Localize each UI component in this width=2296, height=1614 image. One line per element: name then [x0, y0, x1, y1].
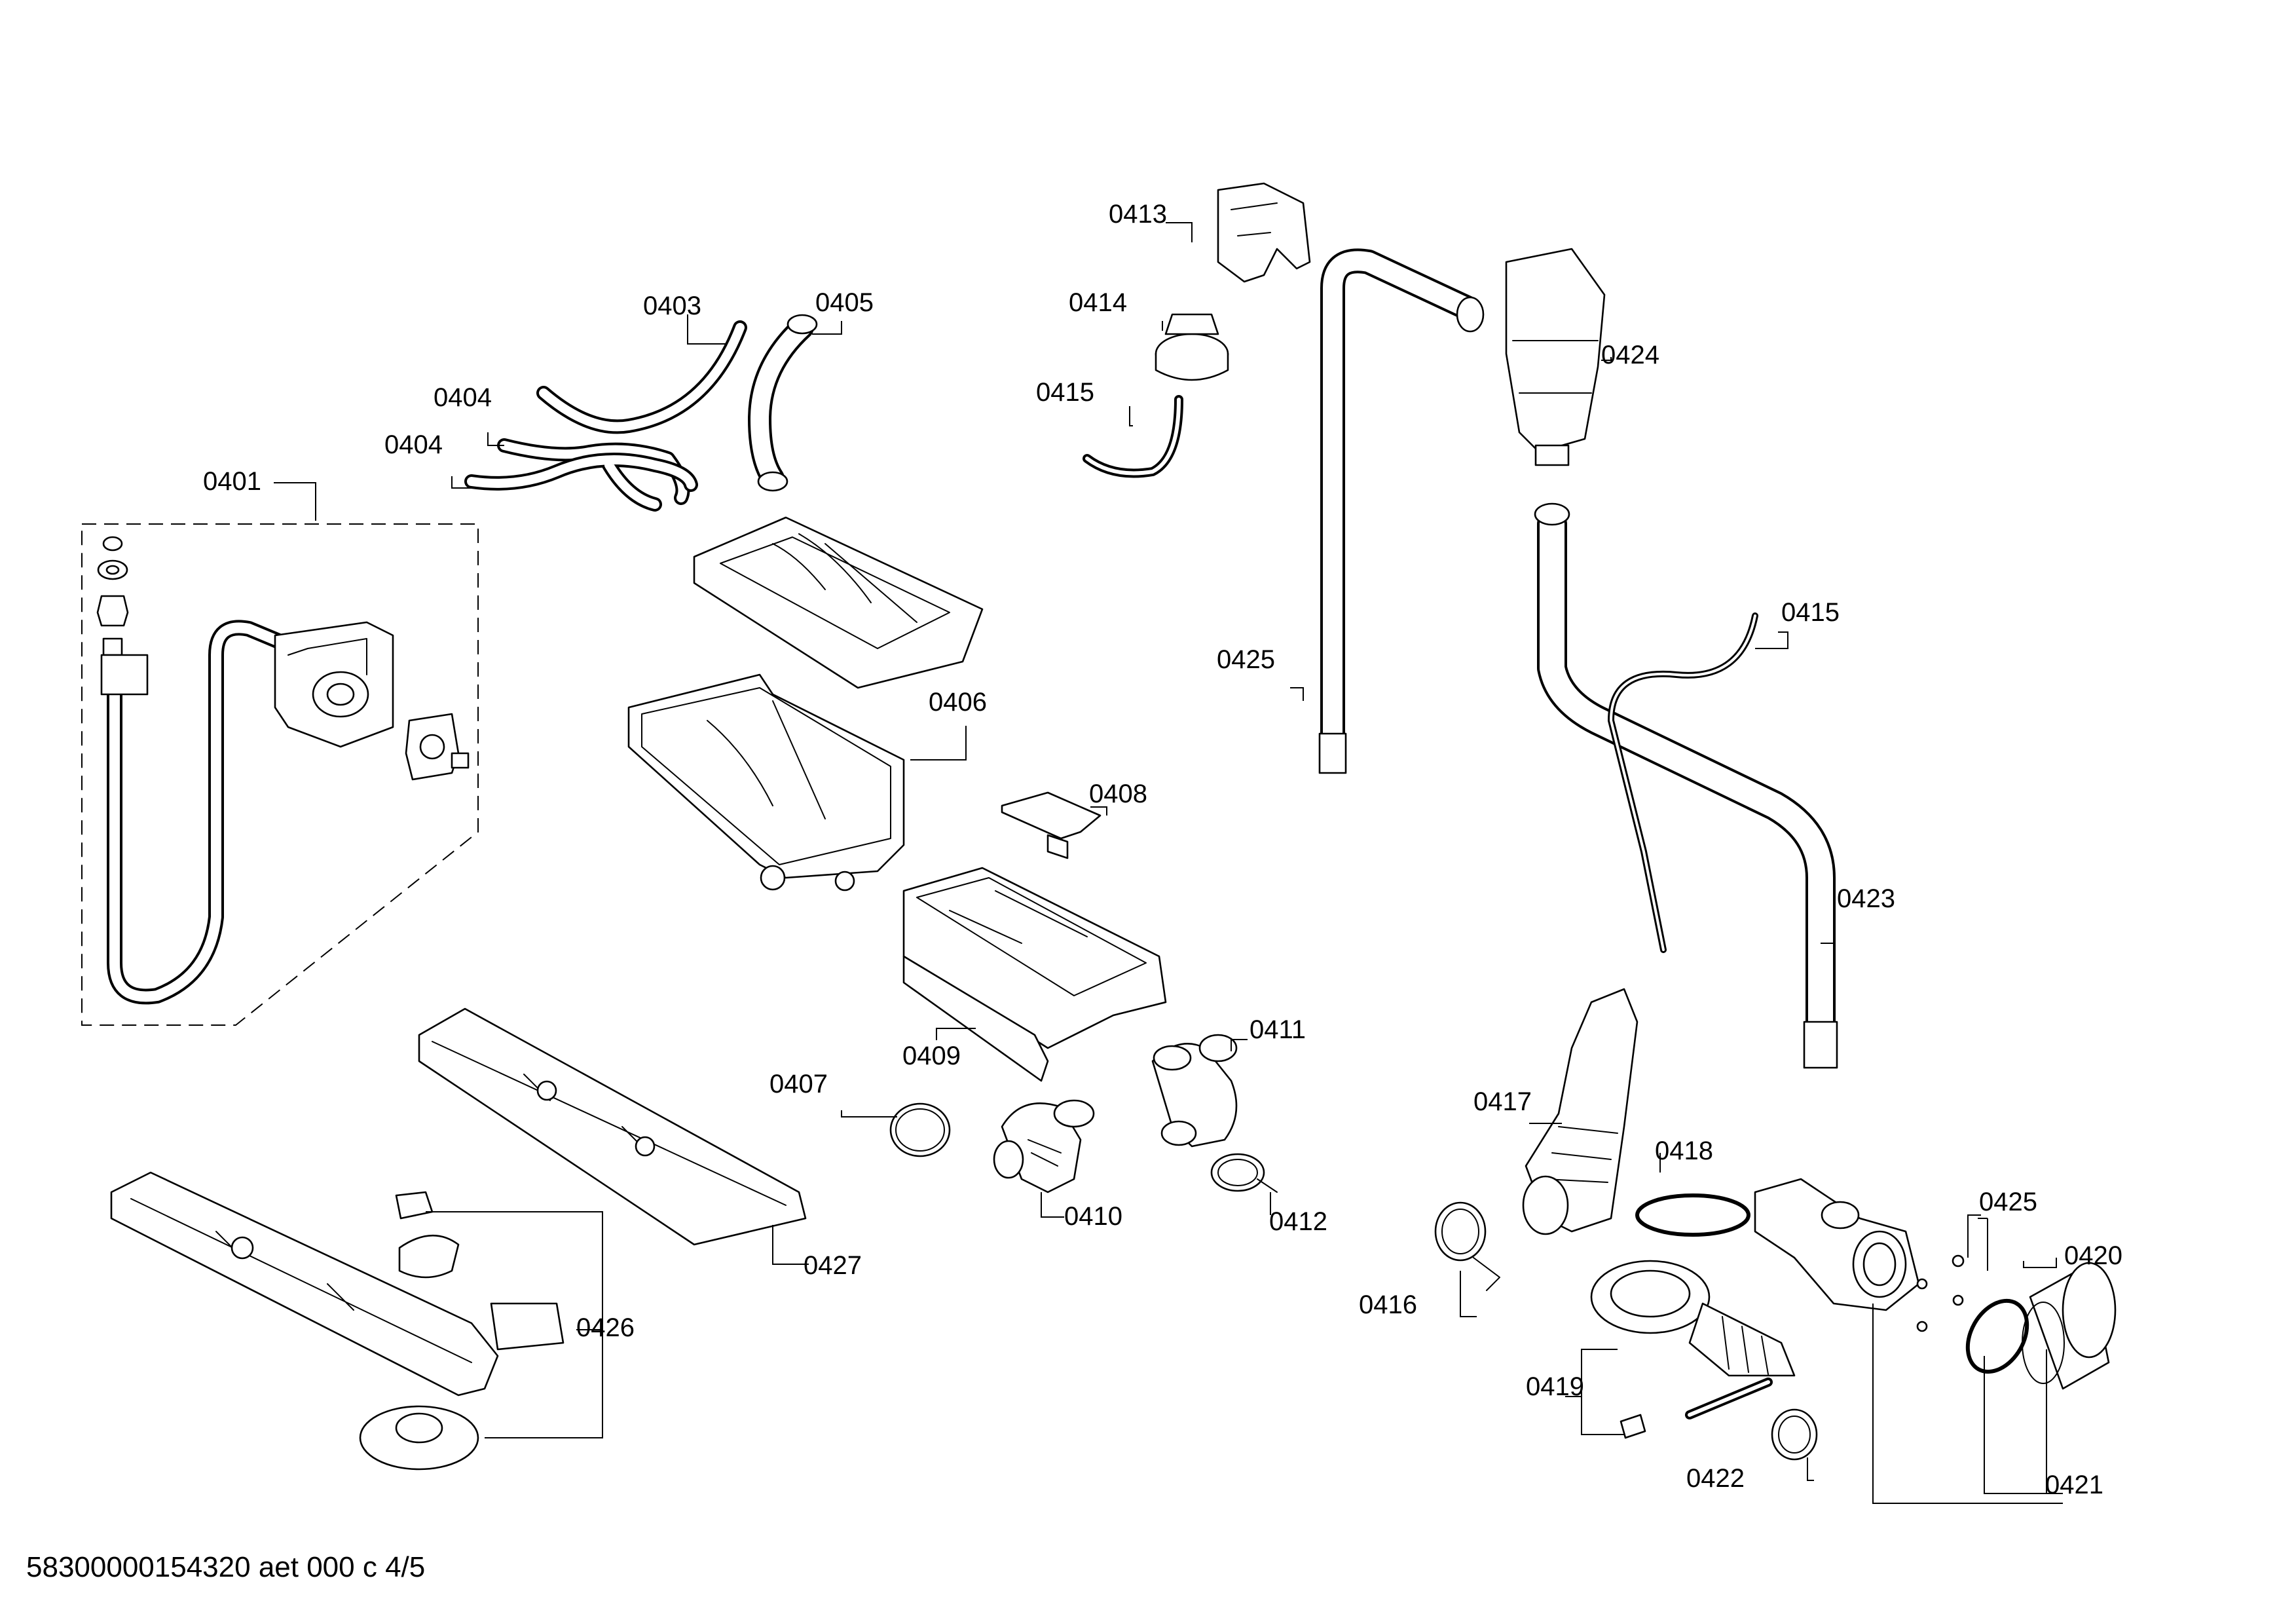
- document-id: 58300000154320 aet 000 c 4/5: [26, 1551, 426, 1583]
- callout-0404-lower: 0404: [384, 430, 443, 459]
- part-0403-hose: [536, 320, 747, 434]
- part-0427-bracket-strip: [418, 1007, 807, 1246]
- callout-0404-upper: 0404: [434, 383, 492, 412]
- part-0418-ring: [1635, 1193, 1750, 1237]
- callout-0409: 0409: [902, 1042, 961, 1070]
- callout-0411: 0411: [1250, 1015, 1306, 1044]
- part-0426-disc: [359, 1405, 479, 1471]
- callout-0405: 0405: [815, 288, 874, 317]
- callout-0407: 0407: [769, 1070, 828, 1098]
- part-0426-connector: [395, 1191, 434, 1220]
- part-0414-cap: [1155, 313, 1229, 381]
- part-0411-elbow-hose: [1151, 1034, 1238, 1148]
- part-0421-filter: [2022, 1262, 2117, 1390]
- callout-0415-upper: 0415: [1036, 378, 1094, 407]
- part-0409-detergent-drawer: [902, 867, 1167, 1082]
- callout-0401: 0401: [203, 467, 261, 496]
- part-0401-inlet-valve-assembly: [81, 523, 479, 1026]
- part-0407-clamp: [889, 1102, 951, 1157]
- callout-0403: 0403: [643, 291, 701, 320]
- part-0425-screws: [1916, 1254, 1965, 1332]
- callout-0408: 0408: [1089, 779, 1147, 808]
- part-0412-clamp: [1210, 1153, 1278, 1193]
- part-0404-hose-lower: [464, 453, 698, 512]
- part-0425-drain-hose: [1318, 248, 1485, 774]
- part-0424-pump-unit: [1505, 248, 1606, 466]
- part-0406-dispenser-housing: [627, 516, 984, 891]
- part-0419-sump: [1590, 1260, 1796, 1439]
- callout-0425-upper: 0425: [1217, 645, 1275, 674]
- part-0423-drain-hose: [1534, 502, 1838, 1069]
- part-0420-seal: [1965, 1298, 2029, 1374]
- callout-0414: 0414: [1069, 288, 1127, 317]
- part-0426-base-bracket: [110, 1171, 565, 1397]
- callout-0410: 0410: [1064, 1202, 1122, 1231]
- callout-0413: 0413: [1109, 200, 1167, 229]
- callout-0412: 0412: [1269, 1207, 1327, 1236]
- part-0415-cable-lower: [1608, 612, 1758, 953]
- callout-0406: 0406: [929, 688, 987, 717]
- part-0408-cover: [1001, 791, 1102, 859]
- part-0410-elbow-hose: [993, 1099, 1095, 1193]
- part-0422-clamp: [1771, 1408, 1818, 1461]
- callout-0422: 0422: [1686, 1464, 1745, 1493]
- callout-0423: 0423: [1837, 884, 1895, 913]
- callout-0426: 0426: [576, 1313, 635, 1342]
- callout-0418: 0418: [1655, 1136, 1713, 1165]
- callout-0421: 0421: [2045, 1471, 2103, 1499]
- callout-0416: 0416: [1359, 1290, 1417, 1319]
- part-0405-bellows-hose: [748, 314, 818, 492]
- part-pump-housing: [1754, 1178, 1920, 1311]
- part-0417-sump-hose: [1522, 988, 1639, 1235]
- part-0413-bracket: [1217, 182, 1311, 283]
- callout-0415-lower: 0415: [1781, 598, 1840, 627]
- callout-0420: 0420: [2064, 1241, 2122, 1270]
- part-0415-cable-upper: [1083, 395, 1183, 478]
- callout-0425-lower: 0425: [1979, 1188, 2037, 1216]
- part-0416-clamp: [1434, 1201, 1500, 1291]
- leader-lines: [274, 222, 2063, 1504]
- callout-0417: 0417: [1473, 1087, 1532, 1116]
- callout-0424: 0424: [1601, 341, 1659, 369]
- callout-0427: 0427: [804, 1251, 862, 1280]
- callout-0419: 0419: [1526, 1372, 1584, 1401]
